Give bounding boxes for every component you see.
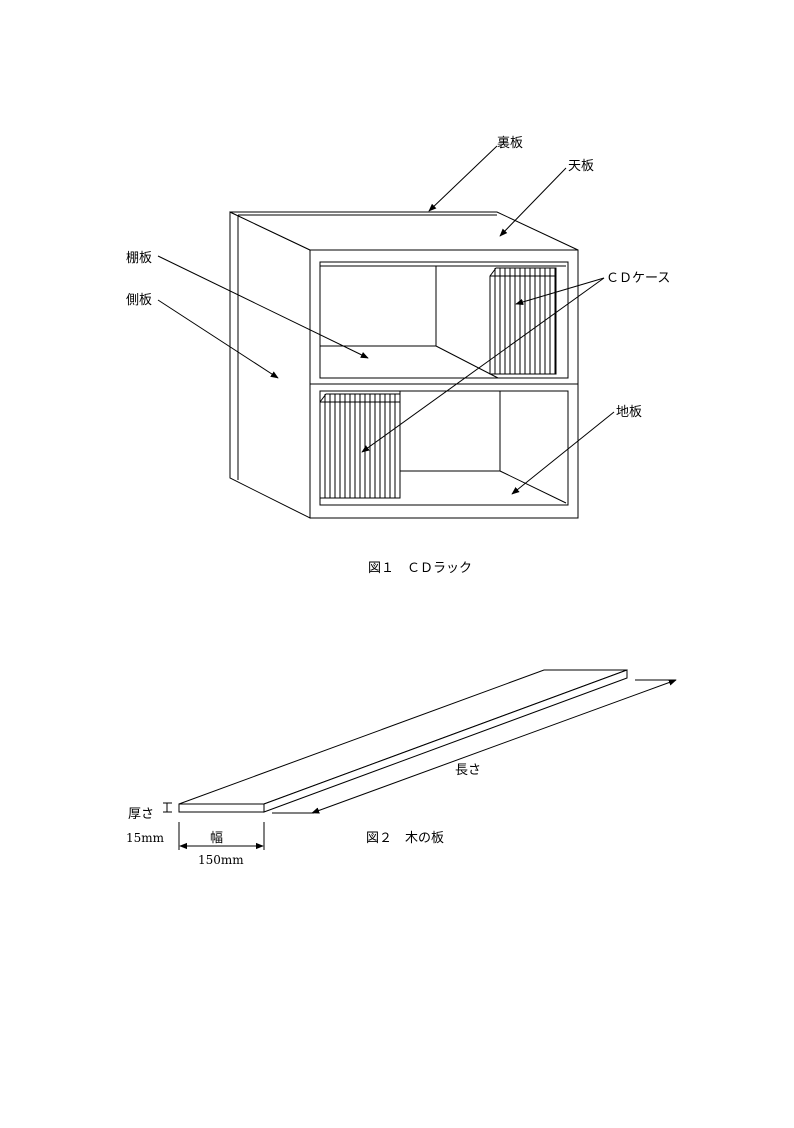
label-top-panel: 天板 <box>568 159 594 174</box>
upper-floor-edge <box>435 345 499 379</box>
board-front-face <box>178 803 265 813</box>
leader-back-panel <box>428 145 498 212</box>
label-shelf-board: 棚板 <box>126 251 152 266</box>
lower-floor-edge <box>499 470 567 504</box>
side-panel-face <box>229 211 311 519</box>
cd-cases-upper <box>489 267 557 375</box>
label-width-value: 150mm <box>198 853 244 867</box>
cd-rack-figure: 裏板 天板 棚板 側板 ＣＤケース 地板 図１ ＣＤラック <box>126 136 670 576</box>
wooden-board-figure: 長さ 厚さ 15mm 幅 150mm 図２ 木の板 <box>126 669 677 867</box>
label-cd-case: ＣＤケース <box>606 271 670 286</box>
label-width: 幅 <box>210 831 223 846</box>
leader-shelf-board <box>157 255 369 359</box>
upper-back-wall <box>319 265 437 347</box>
label-length: 長さ <box>455 763 481 778</box>
leader-cd-case-lower <box>361 277 605 453</box>
label-thickness-value: 15mm <box>126 831 165 845</box>
leader-bottom-panel <box>511 411 615 495</box>
board-top-face <box>178 669 628 805</box>
label-bottom-panel: 地板 <box>616 405 642 420</box>
cd-cases-lower <box>319 393 401 499</box>
label-back-panel: 裏板 <box>497 136 523 151</box>
leader-top-panel <box>499 167 567 237</box>
board-side-face <box>263 669 628 813</box>
figure2-caption: 図２ 木の板 <box>366 831 444 846</box>
leader-cd-case-upper <box>515 277 605 306</box>
label-side-panel: 側板 <box>126 293 152 308</box>
leader-side-panel <box>157 299 279 379</box>
label-thickness: 厚さ <box>128 807 154 822</box>
figure1-caption: 図１ ＣＤラック <box>368 561 472 576</box>
length-dimension-line <box>311 679 677 814</box>
